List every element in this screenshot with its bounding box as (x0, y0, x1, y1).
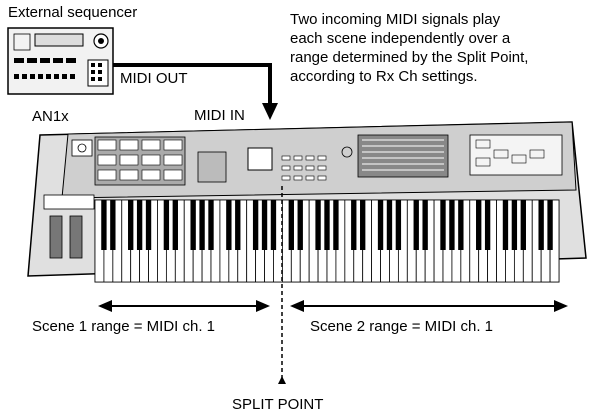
black-key (324, 200, 329, 250)
scene2-range-arrow (290, 300, 568, 312)
scene1-range-label: Scene 1 range = MIDI ch. 1 (32, 318, 215, 336)
black-key (387, 200, 392, 250)
black-key (512, 200, 517, 250)
black-key (110, 200, 115, 250)
black-key (449, 200, 454, 250)
split-point-arrowhead (278, 376, 286, 384)
split-point-label: SPLIT POINT (232, 396, 323, 414)
black-key (164, 200, 169, 250)
description-line: each scene independently over a (290, 29, 600, 48)
black-key (440, 200, 445, 250)
black-key (208, 200, 213, 250)
midi-out-label: MIDI OUT (120, 70, 188, 88)
an1x-synth (28, 122, 586, 282)
black-key (137, 200, 142, 250)
external-sequencer-label: External sequencer (8, 4, 137, 22)
black-key (396, 200, 401, 250)
black-key (190, 200, 195, 250)
black-key (547, 200, 552, 250)
black-key (333, 200, 338, 250)
black-key (315, 200, 320, 250)
black-key (199, 200, 204, 250)
black-key (422, 200, 427, 250)
black-key (262, 200, 267, 250)
black-key (476, 200, 481, 250)
black-key (521, 200, 526, 250)
black-key (235, 200, 240, 250)
midi-in-label: MIDI IN (194, 107, 245, 125)
midi-in-arrowhead (262, 103, 278, 120)
black-key (503, 200, 508, 250)
black-key (146, 200, 151, 250)
black-key (485, 200, 490, 250)
description-line: according to Rx Ch settings. (290, 67, 600, 86)
black-key (378, 200, 383, 250)
keyboard-keys (95, 200, 559, 282)
black-key (351, 200, 356, 250)
black-key (458, 200, 463, 250)
black-key (414, 200, 419, 250)
sequencer-device (8, 28, 113, 94)
description-line: range determined by the Split Point, (290, 48, 600, 67)
black-key (298, 200, 303, 250)
black-key (271, 200, 276, 250)
black-key (101, 200, 106, 250)
device-label: AN1x (32, 108, 69, 126)
black-key (173, 200, 178, 250)
black-key (226, 200, 231, 250)
description-line: Two incoming MIDI signals play (290, 10, 600, 29)
black-key (538, 200, 543, 250)
description-text: Two incoming MIDI signals play each scen… (290, 10, 600, 86)
scene1-range-arrow (98, 300, 270, 312)
scene2-range-label: Scene 2 range = MIDI ch. 1 (310, 318, 493, 336)
black-key (360, 200, 365, 250)
black-key (128, 200, 133, 250)
black-key (289, 200, 294, 250)
black-key (253, 200, 258, 250)
